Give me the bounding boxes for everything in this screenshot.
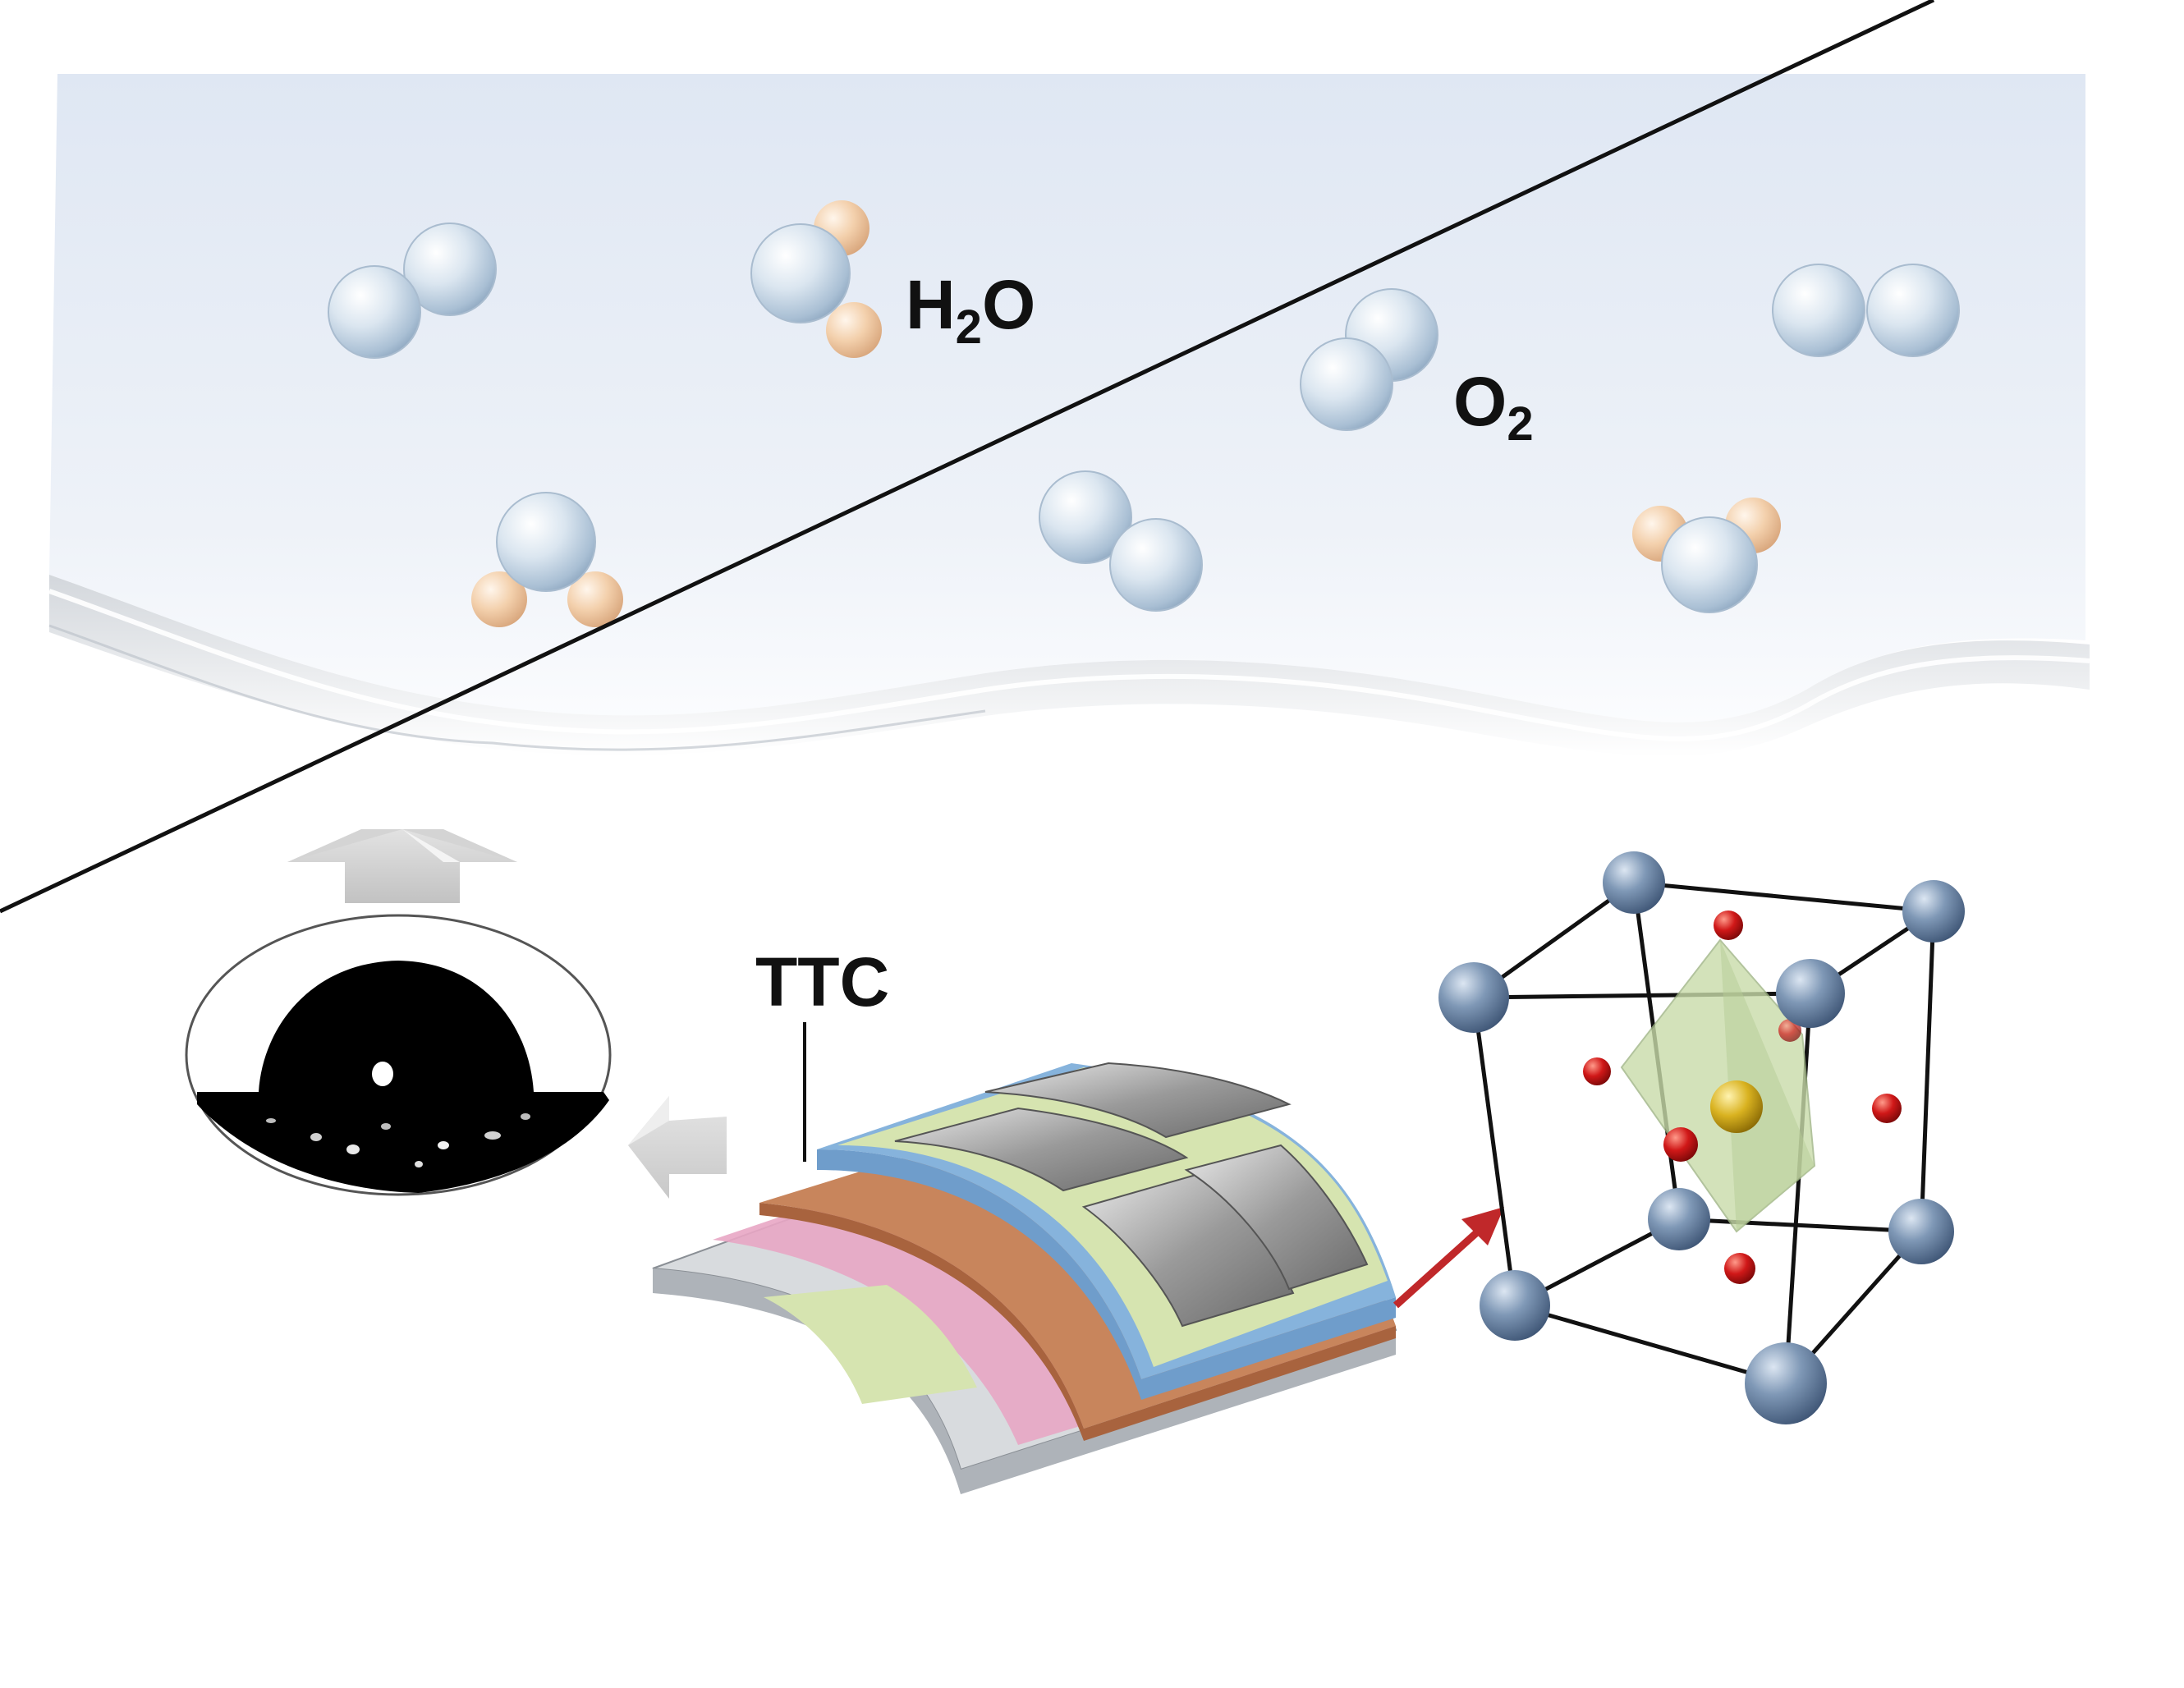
- oxygen-molecule-2: [1300, 288, 1438, 431]
- water-molecule-2: [471, 492, 623, 627]
- oxygen-ion: [1583, 1057, 1611, 1085]
- red-arrow-icon: [1393, 1207, 1504, 1309]
- atmosphere-region: [48, 74, 2090, 757]
- contact-angle-droplet-image: [185, 914, 612, 1196]
- up-arrow-icon: [287, 829, 517, 903]
- electrode-pad-1: [894, 1107, 1189, 1192]
- lattice-node: [1776, 959, 1845, 1028]
- oxygen-ion: [1872, 1094, 1902, 1123]
- center-ion: [1710, 1080, 1763, 1133]
- oxygen-molecule-3: [1772, 264, 1960, 357]
- lattice-node: [1648, 1188, 1710, 1250]
- perovskite-lattice: [0, 0, 1965, 1424]
- oxygen-molecule-4: [1039, 470, 1203, 612]
- oxygen-label: O2: [1453, 363, 1534, 451]
- left-arrow-icon: [628, 1096, 727, 1199]
- water-molecule-3: [1632, 498, 1781, 613]
- lattice-node: [1480, 1270, 1550, 1341]
- oxygen-ion: [1724, 1253, 1755, 1284]
- ttc-label: TTC: [755, 943, 889, 1021]
- lattice-node: [1888, 1199, 1954, 1264]
- water-molecule-1: [750, 200, 882, 358]
- oxygen-ion: [1663, 1127, 1698, 1162]
- lattice-node: [1902, 880, 1965, 943]
- oxygen-ion: [1714, 911, 1743, 940]
- lattice-node: [1603, 851, 1665, 914]
- oxygen-molecule-1: [328, 222, 497, 359]
- surface-wave: [49, 575, 2090, 757]
- water-label: H2O: [906, 266, 1035, 354]
- tandem-device-stack: [652, 1062, 1397, 1494]
- electrode-pad-2: [984, 1062, 1292, 1139]
- electrode-pad-4: [1184, 1144, 1369, 1291]
- oxygen-ion: [1778, 1019, 1801, 1042]
- lattice-node: [1438, 962, 1509, 1033]
- lattice-node: [1745, 1342, 1827, 1424]
